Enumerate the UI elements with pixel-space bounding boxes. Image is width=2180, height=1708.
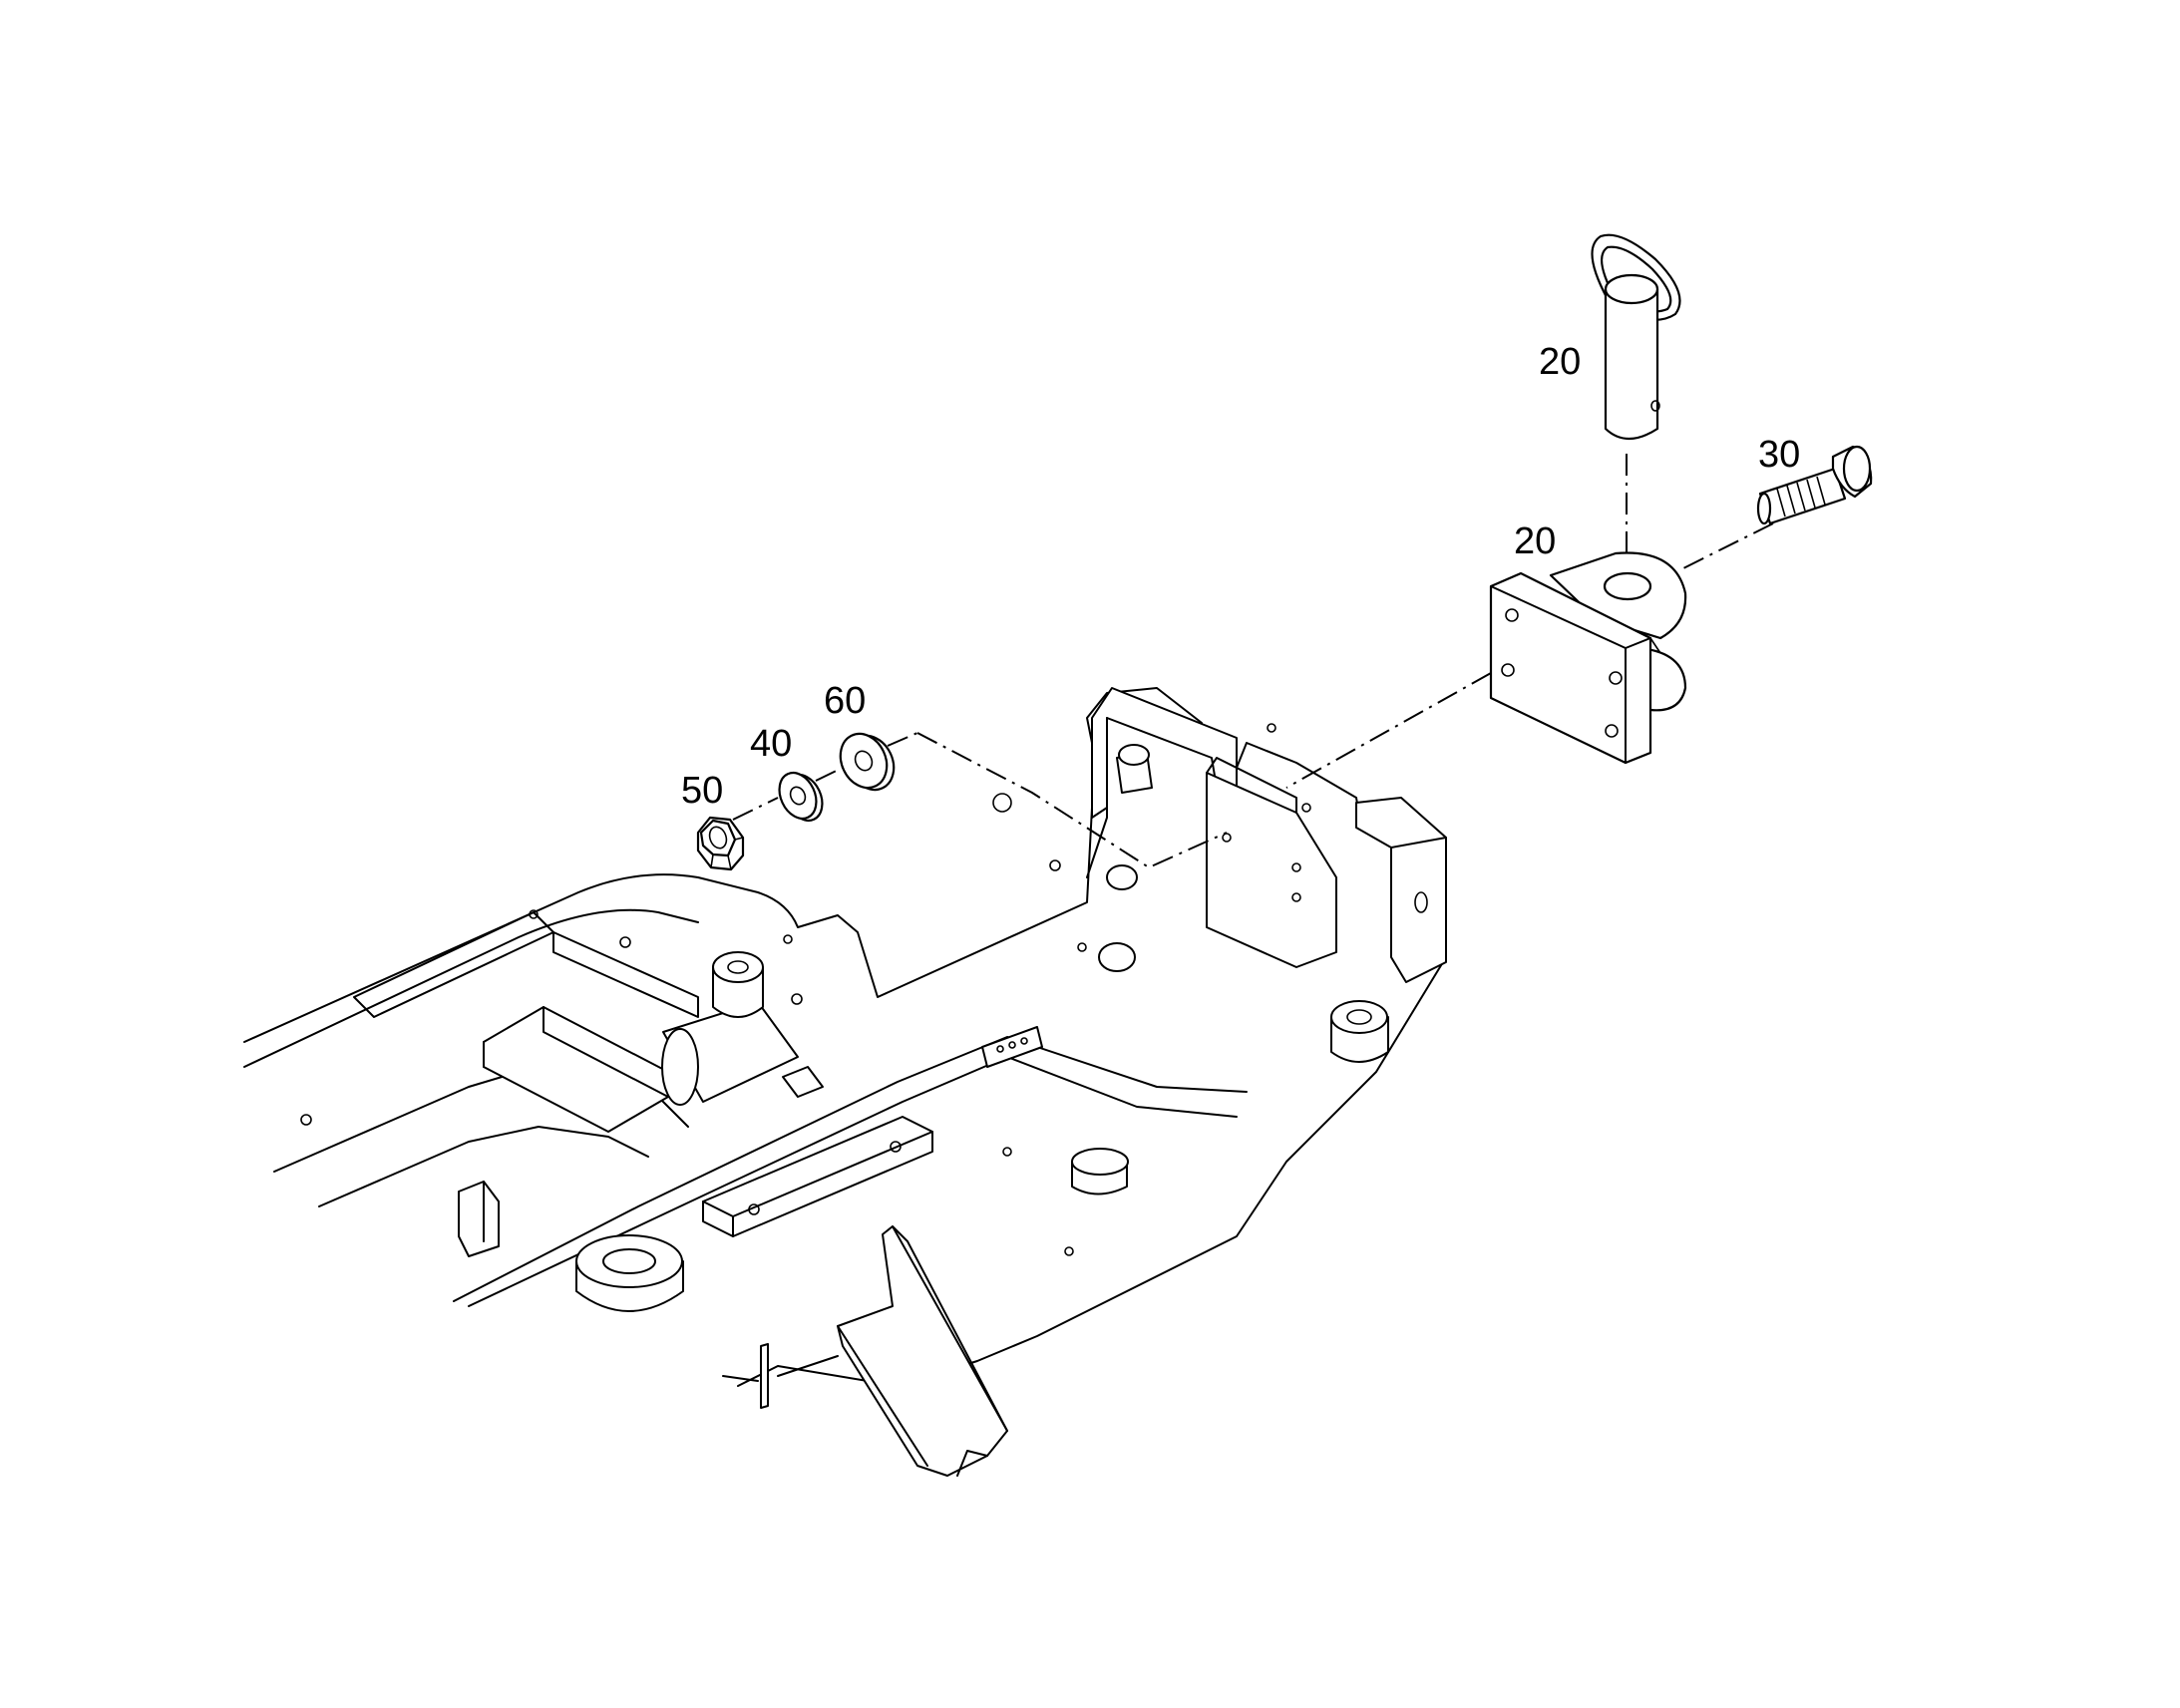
undercarriage-frame — [243, 687, 1447, 1477]
frame-bolts — [300, 723, 1311, 1256]
nut-part: 50 — [681, 770, 745, 871]
bolt-callout: 30 — [1758, 434, 1800, 476]
pin-part: 20 — [1539, 233, 1681, 441]
bolt-part: 30 — [1756, 434, 1873, 525]
washer-large-part: 60 — [824, 680, 896, 792]
washer-small-callout: 40 — [750, 723, 792, 765]
pin-callout: 20 — [1539, 341, 1581, 383]
bracket-callout: 20 — [1514, 520, 1556, 562]
assembly-leader-lines — [732, 454, 1774, 869]
washer-large-callout: 60 — [824, 680, 866, 722]
nut-callout: 50 — [681, 770, 723, 812]
washer-small-part: 40 — [750, 723, 824, 823]
bracket-part: 20 — [1489, 520, 1687, 765]
